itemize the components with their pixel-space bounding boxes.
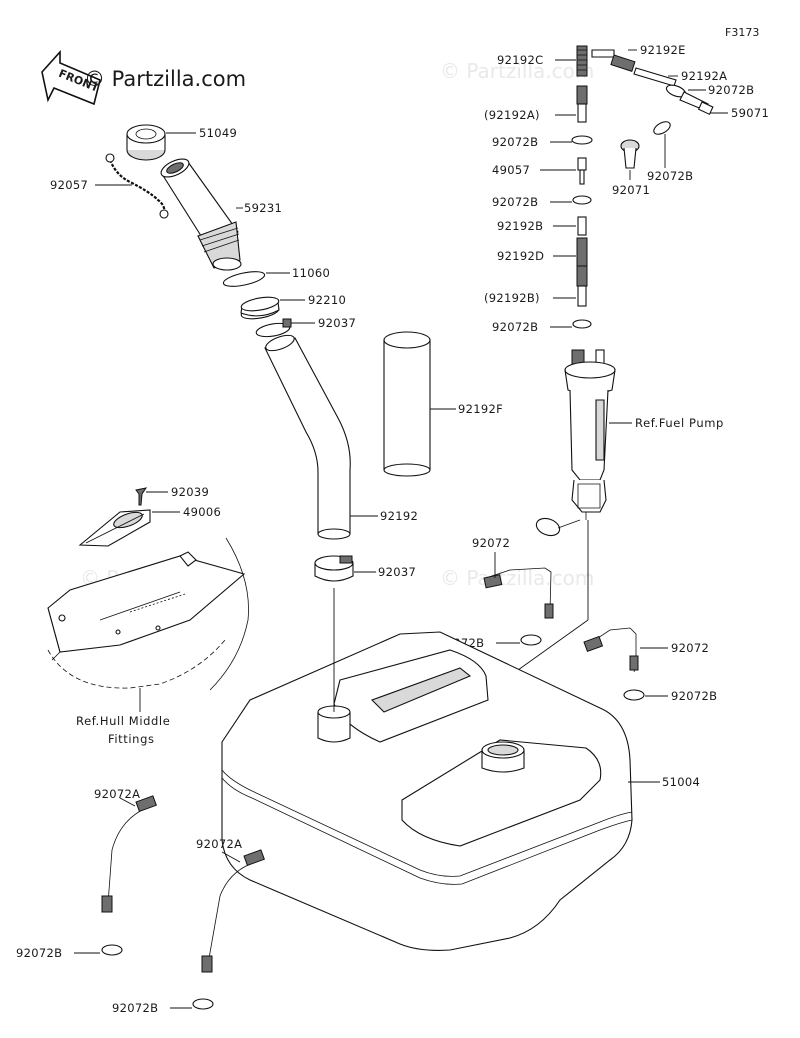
fuel-pump [535, 349, 616, 537]
part-label-92192E: 92192E [640, 43, 686, 57]
filler-hose [264, 334, 351, 540]
cap-tether [105, 153, 169, 219]
part-label-92210: 92210 [308, 293, 346, 307]
mounting-plate [78, 509, 151, 547]
ref-hull-line2: Fittings [108, 732, 155, 746]
clip-ring [101, 944, 123, 956]
watermark: © Partzilla.com [440, 566, 594, 590]
part-label-92192B-paren: (92192B) [484, 291, 540, 305]
part-label-92057: 92057 [50, 178, 88, 192]
part-label-92072B-9: 92072B [112, 1001, 158, 1015]
part-label-92072-lower: 92072 [671, 641, 709, 655]
joint-49057 [577, 157, 587, 185]
part-label-59071: 59071 [731, 106, 769, 120]
part-label-92072B-8: 92072B [16, 946, 62, 960]
part-label-51004: 51004 [662, 775, 700, 789]
part-label-92072B-2: 92072B [492, 135, 538, 149]
fuel-cap [126, 124, 166, 161]
spring-hose-92192C [576, 45, 588, 77]
o-ring [222, 271, 266, 287]
hose-clamp-lower [314, 555, 354, 582]
clip-ring [192, 998, 214, 1010]
part-label-92072B-top: 92072B [708, 83, 754, 97]
part-label-49057: 49057 [492, 163, 530, 177]
part-label-92037-upper: 92037 [318, 316, 356, 330]
clip-ring [572, 195, 592, 205]
filler-neck [160, 158, 242, 271]
ref-hull-line1: Ref.Hull Middle [76, 714, 170, 728]
rivet [135, 487, 148, 506]
part-label-92192B: 92192B [497, 219, 543, 233]
hose-92192A [633, 67, 677, 87]
part-label-49006: 49006 [183, 505, 221, 519]
spring-hose-92192A-pair [576, 85, 588, 123]
spring-hose-92192D [576, 237, 588, 267]
part-label-92192F: 92192F [458, 402, 503, 416]
hose-92192E [591, 49, 636, 72]
part-label-92037-lower: 92037 [378, 565, 416, 579]
part-label-92072B-3: 92072B [492, 195, 538, 209]
part-label-11060: 11060 [292, 266, 330, 280]
clip-ring [653, 121, 671, 135]
part-label-51049: 51049 [199, 126, 237, 140]
part-label-92192A-paren: (92192A) [484, 108, 540, 122]
front-arrow-icon: FRONT [41, 49, 101, 106]
part-label-92071: 92071 [612, 183, 650, 197]
part-label-92072A-right: 92072A [196, 837, 242, 851]
part-label-92072B-5: 92072B [492, 320, 538, 334]
ref-fuel-pump: Ref.Fuel Pump [635, 416, 724, 430]
plug-92071 [620, 139, 640, 169]
strap-92072-lower [583, 627, 639, 673]
clip-ring [572, 319, 592, 329]
part-label-92072A-left: 92072A [94, 787, 140, 801]
retaining-nut [240, 296, 280, 320]
part-label-92192D: 92192D [497, 249, 544, 263]
part-label-92039: 92039 [171, 485, 209, 499]
strap-92072A-right [201, 849, 265, 973]
protective-sleeve [383, 331, 431, 477]
part-label-92072-upper: 92072 [472, 536, 510, 550]
strap-92072-upper [483, 567, 554, 619]
strap-92072A-left [101, 795, 157, 913]
part-label-92192: 92192 [380, 509, 418, 523]
clip-ring [571, 135, 593, 145]
hose-92192B [577, 216, 587, 236]
watermark: © Partzilla.com [440, 59, 594, 83]
brand-label: © Partzilla.com [84, 67, 246, 91]
fuel-tank [221, 631, 633, 951]
fitting-59071 [679, 91, 714, 116]
hull-fitting [47, 537, 249, 691]
spring-hose-92192B-pair [576, 265, 588, 307]
figure-code: F3173 [725, 26, 759, 39]
part-label-59231: 59231 [244, 201, 282, 215]
part-label-92192A: 92192A [681, 69, 727, 83]
clip-ring [623, 689, 645, 701]
part-label-92072B-4: 92072B [647, 169, 693, 183]
part-label-92072B-7: 92072B [671, 689, 717, 703]
clip-ring [520, 634, 542, 646]
part-label-92192C: 92192C [497, 53, 543, 67]
